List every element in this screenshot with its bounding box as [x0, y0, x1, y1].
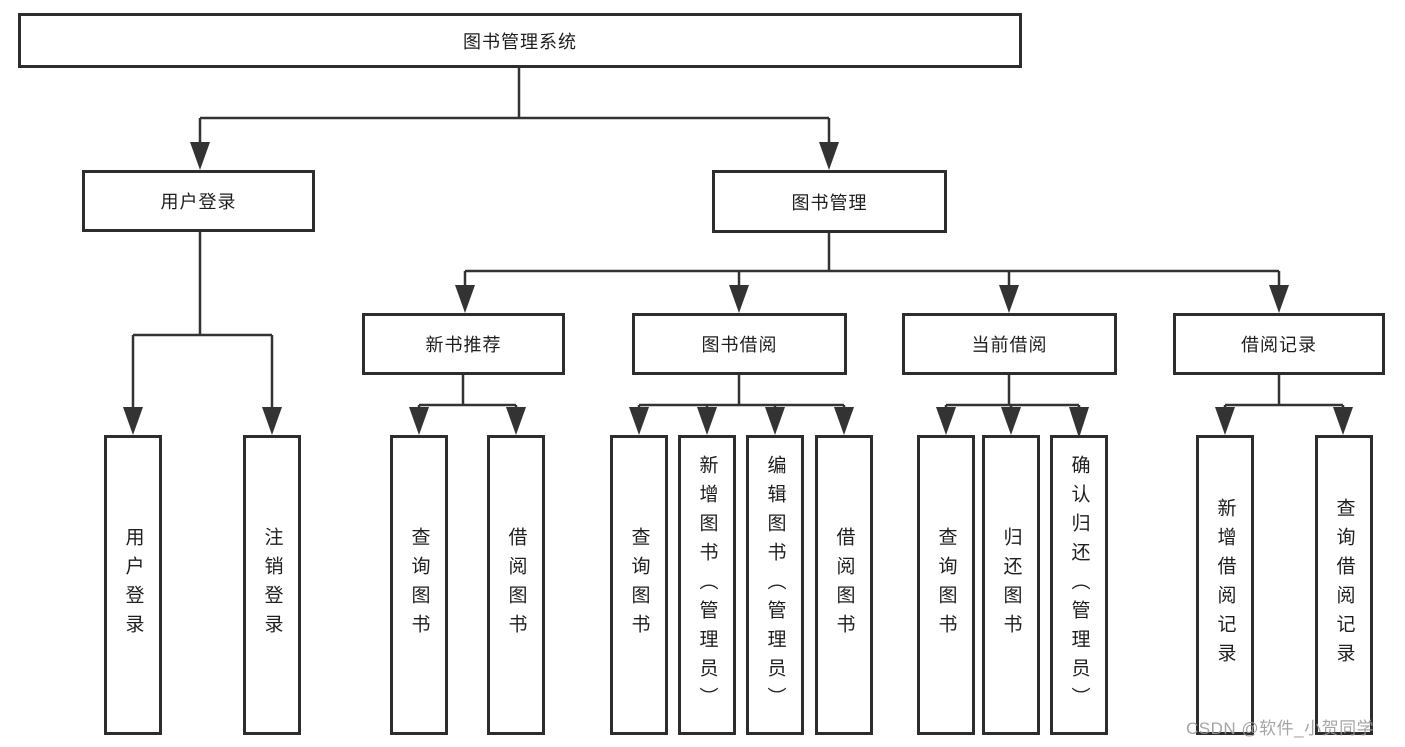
leaf-user-login: 用户登录	[104, 435, 162, 735]
arrowhead	[729, 285, 749, 313]
arrowhead	[506, 407, 526, 435]
arrowhead	[1269, 285, 1289, 313]
leaf-label: 查询借阅记录	[1333, 498, 1355, 672]
leaf-add-book-admin: 新增图书（管理员）	[678, 435, 736, 735]
leaf-borrow-books-recommend: 借阅图书	[487, 435, 545, 735]
node-label: 图书管理	[791, 192, 868, 213]
node-borrowing-records: 借阅记录	[1173, 313, 1385, 375]
arrowhead	[697, 407, 717, 435]
node-label: 图书借阅	[701, 335, 778, 355]
leaf-borrow-books-borrowing: 借阅图书	[815, 435, 873, 735]
watermark: CSDN @软件_小贺同学	[1186, 719, 1375, 738]
arrowhead	[834, 407, 854, 435]
node-label: 用户登录	[160, 192, 237, 212]
leaf-label: 编辑图书（管理员）	[764, 454, 786, 716]
arrowhead	[1001, 407, 1021, 435]
arrowhead	[936, 407, 956, 435]
arrowhead	[190, 142, 210, 170]
arrowhead	[999, 285, 1019, 313]
leaf-query-books-borrowing: 查询图书	[610, 435, 668, 735]
arrowhead	[262, 407, 282, 435]
arrowhead	[1069, 407, 1089, 438]
leaf-label: 用户登录	[122, 527, 144, 643]
arrowhead	[409, 407, 429, 435]
leaf-query-books-recommend: 查询图书	[390, 435, 448, 735]
arrowhead	[629, 407, 649, 435]
node-book-borrowing: 图书借阅	[632, 313, 847, 375]
arrowhead	[1215, 407, 1235, 435]
leaf-confirm-return-admin: 确认归还（管理员）	[1050, 435, 1108, 735]
node-user-login: 用户登录	[82, 170, 315, 232]
leaf-label: 查询图书	[408, 527, 430, 643]
node-library-management-system: 图书管理系统	[18, 13, 1022, 68]
leaf-return-book: 归还图书	[982, 435, 1040, 735]
leaf-label: 新增借阅记录	[1214, 498, 1236, 672]
leaf-query-borrow-record: 查询借阅记录	[1315, 435, 1373, 735]
arrowhead	[819, 142, 839, 170]
leaf-label: 确认归还（管理员）	[1068, 454, 1090, 716]
leaf-label: 借阅图书	[505, 527, 527, 643]
node-label: 图书管理系统	[463, 31, 577, 52]
arrowhead	[765, 407, 785, 435]
leaf-label: 归还图书	[1000, 527, 1022, 643]
node-current-borrowing: 当前借阅	[902, 313, 1117, 375]
leaf-query-books-current: 查询图书	[917, 435, 975, 735]
node-book-management: 图书管理	[712, 170, 947, 233]
leaf-logout: 注销登录	[243, 435, 301, 735]
leaf-edit-book-admin: 编辑图书（管理员）	[746, 435, 804, 735]
node-label: 借阅记录	[1241, 335, 1317, 355]
node-label: 新书推荐	[425, 335, 502, 355]
arrowhead	[123, 407, 143, 435]
leaf-label: 借阅图书	[833, 527, 855, 643]
leaf-label: 新增图书（管理员）	[696, 454, 718, 716]
arrowhead	[455, 285, 475, 313]
leaf-add-borrow-record: 新增借阅记录	[1196, 435, 1254, 735]
leaf-label: 查询图书	[628, 527, 650, 643]
arrowhead	[1333, 407, 1353, 435]
node-new-book-recommend: 新书推荐	[362, 313, 565, 375]
leaf-label: 查询图书	[935, 527, 957, 643]
leaf-label: 注销登录	[261, 527, 283, 643]
node-label: 当前借阅	[971, 335, 1048, 355]
